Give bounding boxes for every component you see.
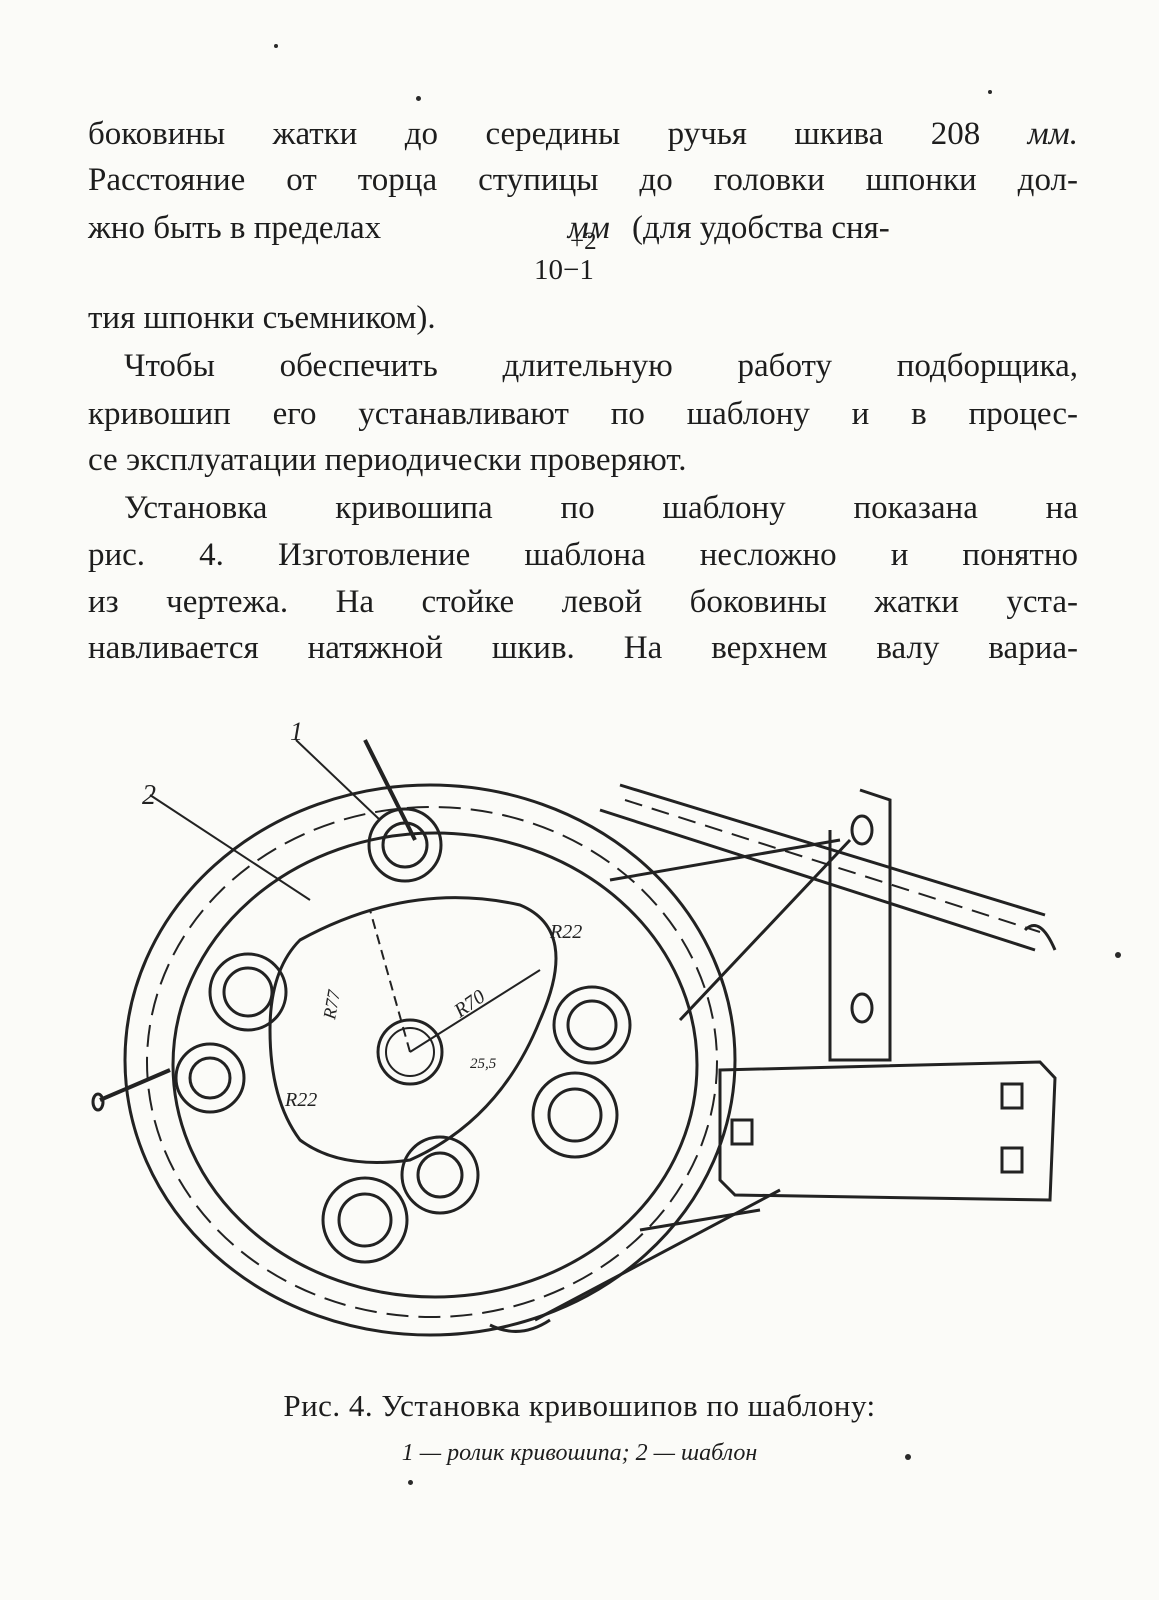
scan-speck	[416, 96, 421, 101]
dim-r22-top: R22	[549, 921, 582, 943]
dim-r70: R70	[449, 986, 489, 1023]
callout-2: 2	[142, 780, 156, 811]
tolerance-upper: +2	[570, 228, 597, 255]
callout-1: 1	[290, 717, 303, 746]
scan-speck	[905, 1454, 911, 1460]
dim-r77: R77	[319, 988, 344, 1022]
scan-speck	[988, 90, 992, 94]
crank-template-drawing: 1 2 R22 R70 R77 25,5 R22	[91, 717, 1057, 1337]
text-line-3: жно быть в пределах мм (для удобства сня…	[88, 210, 890, 246]
text-line-4: тия шпонки съемником).	[88, 300, 436, 336]
text-line-1: боковины жатки до середины ручья шкива 2…	[88, 116, 1078, 152]
text-para3-line-2: рис. 4. Изготовление шаблона несложно и …	[88, 537, 1078, 573]
scan-speck	[1115, 952, 1121, 958]
scan-speck	[274, 44, 278, 48]
dim-25-5: 25,5	[470, 1056, 497, 1072]
text-para2-line-3: се эксплуатации периодически проверяют.	[88, 442, 687, 478]
scan-speck	[408, 1480, 413, 1485]
figure-caption: Рис. 4. Установка кривошипов по шаблону:	[283, 1388, 876, 1423]
text-para3-line-3: из чертежа. На стойке левой боковины жат…	[88, 584, 1078, 620]
figure-legend: 1 — ролик кривошипа; 2 — шаблон	[401, 1440, 758, 1466]
tolerance-base: 10−1	[534, 254, 594, 286]
text-para3-line-1: Установка кривошипа по шаблону показана …	[124, 490, 1078, 526]
text-para2-line-2: кривошип его устанавливают по шаблону и …	[88, 396, 1078, 432]
text-para2-line-1: Чтобы обеспечить длительную работу подбо…	[124, 348, 1078, 384]
text-para3-line-4: навливается натяжной шкив. На верхнем ва…	[88, 630, 1078, 666]
dim-r22-bottom: R22	[284, 1089, 317, 1111]
text-line-2: Расстояние от торца ступицы до головки ш…	[88, 162, 1078, 198]
